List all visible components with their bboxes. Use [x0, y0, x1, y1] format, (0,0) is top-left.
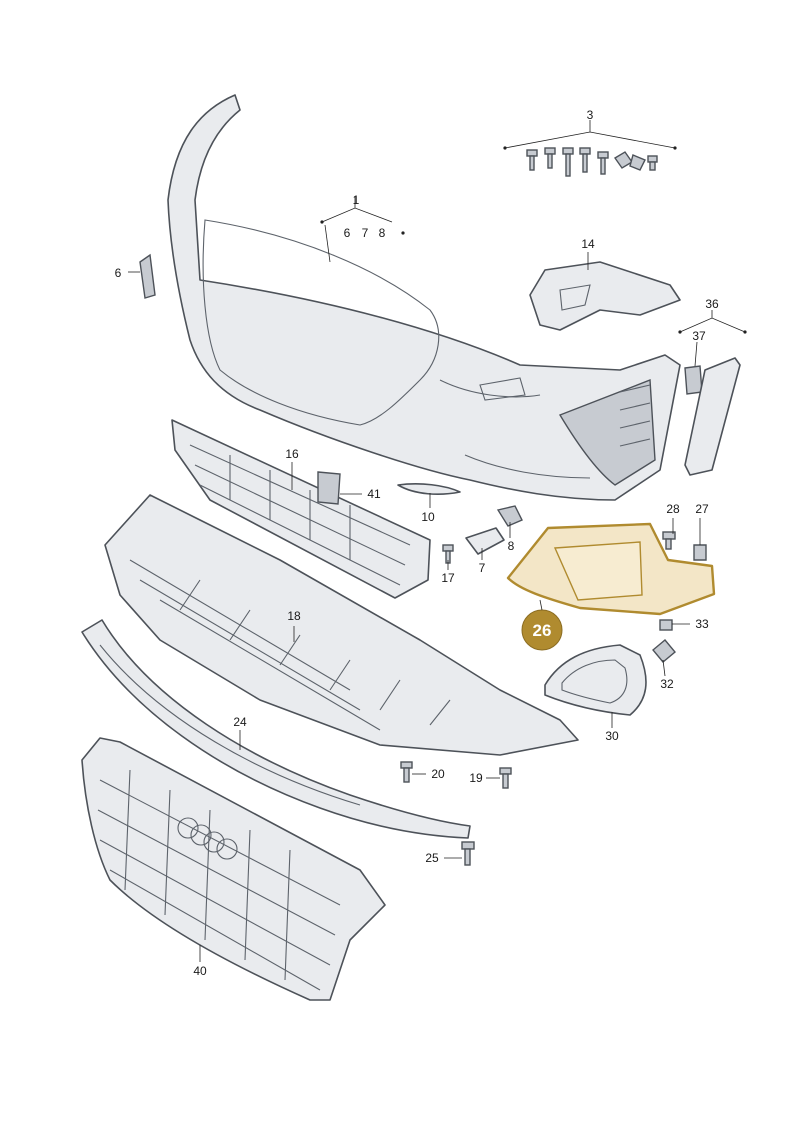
callout-33: 33 — [695, 617, 709, 631]
callout-20: 20 — [431, 767, 445, 781]
callout-28: 28 — [666, 502, 680, 516]
callout-19: 19 — [469, 771, 483, 785]
cover-7[interactable] — [465, 527, 505, 555]
leader-dots — [320, 146, 747, 334]
radiator-grille-40[interactable] — [81, 737, 386, 1001]
callout-41: 41 — [367, 487, 381, 501]
carrier-18[interactable] — [104, 494, 579, 756]
trim-strip-36[interactable] — [684, 357, 741, 476]
clip-27[interactable] — [693, 544, 707, 561]
callout-25: 25 — [425, 851, 439, 865]
bracket-41[interactable] — [317, 471, 341, 505]
callout-36: 36 — [705, 297, 719, 311]
bracket-14[interactable] — [529, 261, 681, 331]
clip-6[interactable] — [139, 253, 156, 299]
callout-32: 32 — [660, 677, 674, 691]
highlight-badge: 26 — [521, 609, 563, 651]
callout-24: 24 — [233, 715, 247, 729]
callout-40: 40 — [193, 964, 207, 978]
callout-18: 18 — [287, 609, 301, 623]
grille-frame-16[interactable] — [171, 419, 431, 599]
clip-32[interactable] — [652, 639, 676, 663]
bolt-icon — [526, 147, 658, 177]
badge-label: 26 — [533, 621, 552, 640]
bracket-8[interactable] — [496, 505, 523, 527]
callout-labels: 1 6 7 8 3 6 14 36 37 16 41 10 8 7 17 28 … — [115, 108, 719, 978]
leader-lines — [128, 120, 746, 962]
callout-3: 3 — [587, 108, 594, 122]
callout-6: 6 — [115, 266, 122, 280]
spoiler-24[interactable] — [81, 619, 471, 839]
callout-8: 8 — [508, 539, 515, 553]
nut-33[interactable] — [659, 619, 673, 631]
callout-8b: 8 — [379, 226, 386, 240]
callout-7b: 7 — [362, 226, 369, 240]
screw-20[interactable] — [400, 761, 413, 783]
callout-30: 30 — [605, 729, 619, 743]
callout-16: 16 — [285, 447, 299, 461]
callout-14: 14 — [581, 237, 595, 251]
callout-1: 1 — [353, 193, 360, 207]
clip-37[interactable] — [684, 365, 703, 395]
clip-28[interactable] — [662, 531, 676, 550]
callout-17: 17 — [441, 571, 455, 585]
callout-7: 7 — [479, 561, 486, 575]
highlighted-part-26[interactable] — [506, 522, 716, 616]
callout-10: 10 — [421, 510, 435, 524]
callout-27: 27 — [695, 502, 709, 516]
screw-25[interactable] — [461, 841, 475, 866]
fastener-set-3[interactable] — [526, 147, 658, 177]
bumper-cover[interactable] — [167, 94, 681, 501]
screw-19[interactable] — [499, 767, 512, 789]
fog-lamp-trim-30[interactable] — [544, 644, 647, 716]
callout-6b: 6 — [344, 226, 351, 240]
callout-37: 37 — [692, 329, 706, 343]
audi-rings-logo — [177, 817, 238, 860]
trim-10[interactable] — [397, 483, 461, 495]
